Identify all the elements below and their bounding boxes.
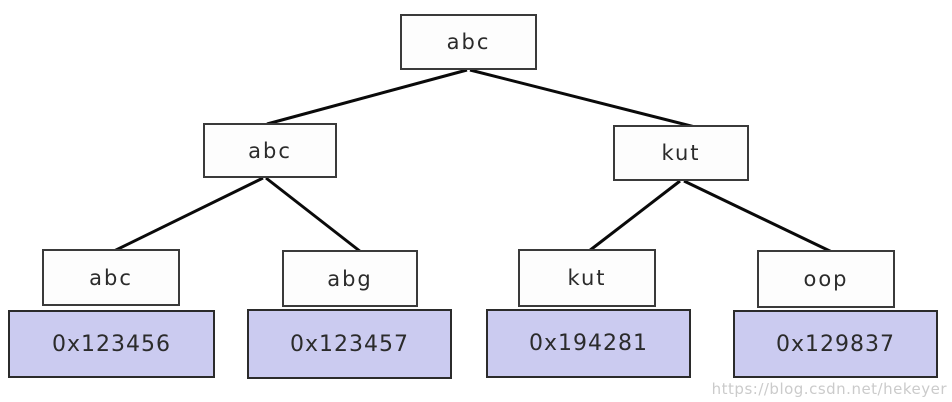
address-box-1: 0x123457 (247, 309, 452, 379)
tree-node-label: kut (567, 266, 607, 290)
address-value: 0x123457 (290, 331, 409, 357)
edge-root-to-right (469, 68, 696, 129)
tree-node-label: oop (803, 267, 849, 291)
tree-node-root: abc (400, 14, 537, 70)
tree-node-label: abg (327, 266, 373, 291)
tree-node-level2-right: kut (613, 125, 749, 181)
address-value: 0x123456 (52, 331, 171, 357)
address-value: 0x194281 (529, 331, 648, 356)
address-box-2: 0x194281 (486, 309, 691, 378)
tree-node-leaf-kut: kut (518, 249, 656, 307)
edge-left-to-leaf0 (113, 176, 264, 253)
tree-node-leaf-abc: abc (42, 249, 180, 306)
tree-node-leaf-abg: abg (282, 250, 418, 307)
tree-node-leaf-oop: oop (757, 250, 895, 308)
edge-right-to-leaf3 (683, 179, 835, 255)
tree-node-label: kut (661, 141, 701, 165)
tree-node-label: abc (89, 265, 133, 290)
tree-node-label: abc (446, 30, 491, 54)
edge-root-to-left (266, 68, 468, 126)
address-box-3: 0x129837 (733, 310, 938, 378)
watermark-text: https://blog.csdn.net/hekeyer (711, 380, 947, 398)
tree-node-level2-left: abc (203, 123, 337, 178)
edge-left-to-leaf1 (265, 176, 362, 254)
tree-node-label: abc (248, 138, 292, 163)
address-value: 0x129837 (776, 331, 895, 357)
edge-right-to-leaf2 (588, 179, 681, 253)
address-box-0: 0x123456 (8, 310, 215, 378)
